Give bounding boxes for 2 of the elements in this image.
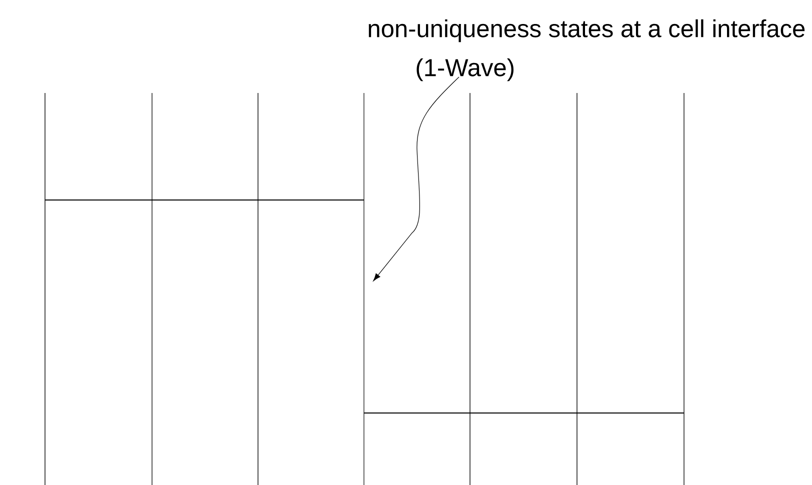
annotation-text: non-uniqueness states at a cell interface (1-Wave) [368, 19, 805, 82]
leader-arrow [373, 76, 460, 282]
